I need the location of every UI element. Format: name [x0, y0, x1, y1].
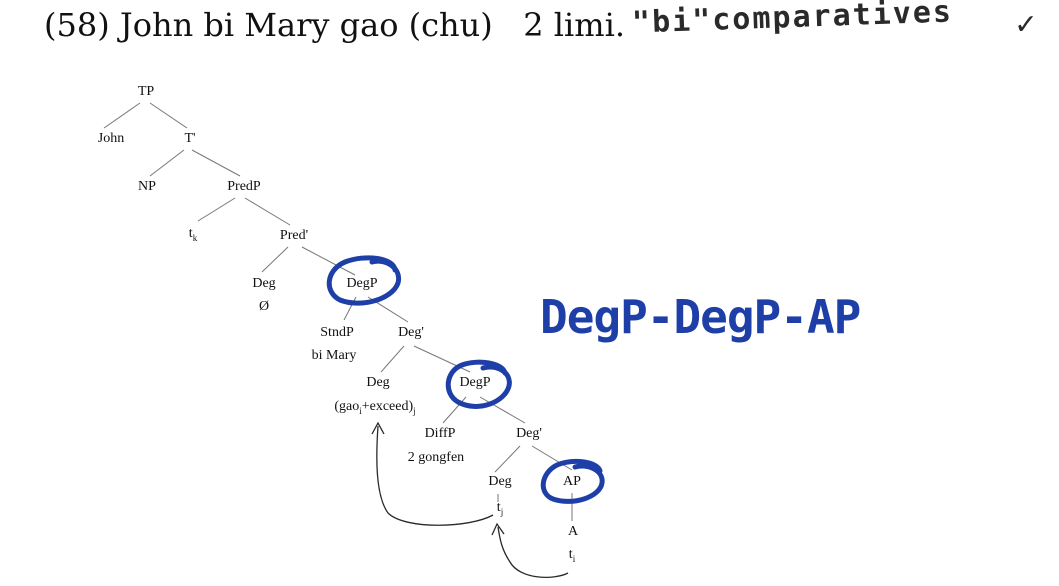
- node-predp: PredP: [227, 179, 261, 194]
- node-deg-head: Deg: [366, 375, 390, 390]
- movement-arrow-ti-to-tj: [497, 526, 569, 578]
- branch-tbar-predp: [191, 149, 241, 177]
- node-degbar-2: Deg': [516, 426, 542, 441]
- handwritten-projection-note: DegP-DegP-AP: [540, 290, 861, 344]
- node-gao-exceed: (gaoi+exceed)j: [334, 399, 416, 416]
- node-np: NP: [138, 179, 156, 194]
- branch-predp-tk: [197, 197, 236, 222]
- node-stndp: StndP: [320, 325, 354, 340]
- example-sentence: (58) John bi Mary gao (chu) 2 limi.: [44, 6, 625, 44]
- movement-arrowhead-tj: [491, 522, 505, 536]
- node-2-gongfen: 2 gongfen: [407, 450, 465, 465]
- branch-degp2-degbar: [479, 396, 526, 424]
- node-predbar: Pred': [279, 228, 309, 243]
- node-degbar-1: Deg': [398, 325, 424, 340]
- branch-degbar2-deg: [494, 445, 521, 473]
- node-null: Ø: [258, 299, 270, 314]
- node-a: A: [567, 524, 579, 539]
- branch-predbar-degp: [301, 246, 356, 276]
- branch-degbar-degp: [413, 345, 471, 373]
- node-degp-1: DegP: [346, 276, 378, 291]
- branch-tbar-np: [149, 149, 185, 177]
- node-deg-trace: Deg: [488, 474, 512, 489]
- circle-degp-1: [326, 255, 402, 306]
- node-ap: AP: [563, 474, 581, 489]
- node-deg-null: Deg: [252, 276, 276, 291]
- branch-degbar-deg: [380, 345, 405, 373]
- node-tj: tj: [496, 500, 504, 517]
- node-bi-mary: bi Mary: [311, 348, 357, 363]
- movement-arrow-tj-to-gao: [376, 425, 494, 526]
- example-text: John bi Mary gao (chu) 2 limi.: [119, 6, 625, 44]
- node-tp: TP: [137, 84, 155, 99]
- branch-degbar2-ap: [531, 445, 573, 471]
- check-mark-icon: ✓: [1016, 4, 1036, 42]
- node-tk: tk: [188, 226, 198, 243]
- circle-degp-2: [445, 359, 512, 409]
- node-tbar: T': [184, 131, 196, 146]
- node-john: John: [97, 131, 125, 146]
- branch-predbar-deg: [261, 246, 289, 273]
- node-ti: ti: [568, 547, 576, 564]
- branch-tp-john: [103, 102, 141, 129]
- example-number: (58): [44, 6, 110, 44]
- branch-predp-predbar: [244, 197, 291, 226]
- circle-ap: [540, 458, 605, 504]
- branch-tp-tbar: [149, 102, 188, 129]
- node-diffp: DiffP: [424, 426, 456, 441]
- movement-arrowhead-gao: [371, 421, 385, 435]
- node-degp-2: DegP: [459, 375, 491, 390]
